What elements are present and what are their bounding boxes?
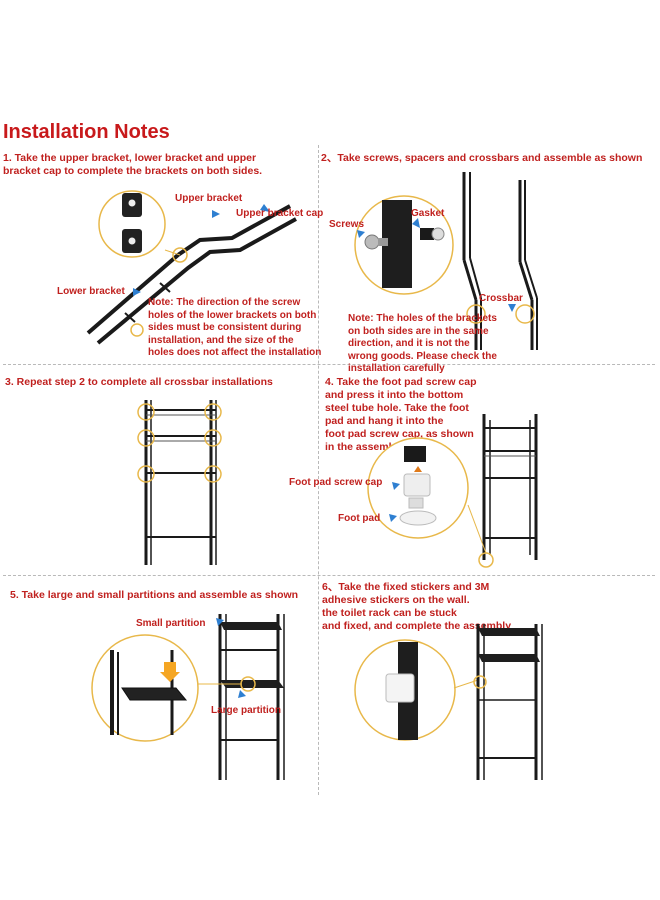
step-2-note: Note: The holes of the brackets on both … bbox=[348, 313, 497, 374]
label-lower-bracket: Lower bracket bbox=[57, 286, 125, 297]
label-large-partition: Large partition bbox=[211, 705, 282, 716]
label-small-partition: Small partition bbox=[136, 618, 206, 629]
label-upper-bracket-cap: Upper bracket cap bbox=[236, 208, 324, 219]
label-foot-pad-screw-cap: Foot pad screw cap bbox=[289, 477, 383, 488]
step-4-text: 4. Take the foot pad screw cap and press… bbox=[325, 376, 477, 453]
label-foot-pad: Foot pad bbox=[338, 513, 381, 524]
step-2-text: 2、Take screws, spacers and crossbars and… bbox=[321, 152, 643, 164]
divider-row2 bbox=[3, 575, 655, 576]
label-screws: Screws bbox=[329, 219, 365, 230]
label-upper-bracket: Upper bracket bbox=[175, 193, 243, 204]
divider-row1 bbox=[3, 364, 655, 365]
step-1-note: Note: The direction of the screw holes o… bbox=[148, 297, 322, 358]
page-title: Installation Notes bbox=[3, 121, 170, 143]
step-1-text: 1. Take the upper bracket, lower bracket… bbox=[3, 152, 263, 177]
step-5-text: 5. Take large and small partitions and a… bbox=[10, 589, 299, 601]
step-3-text: 3. Repeat step 2 to complete all crossba… bbox=[5, 376, 273, 388]
vertical-divider bbox=[318, 145, 319, 795]
label-crossbar: Crossbar bbox=[479, 293, 523, 304]
label-gasket: Gasket bbox=[411, 208, 445, 219]
